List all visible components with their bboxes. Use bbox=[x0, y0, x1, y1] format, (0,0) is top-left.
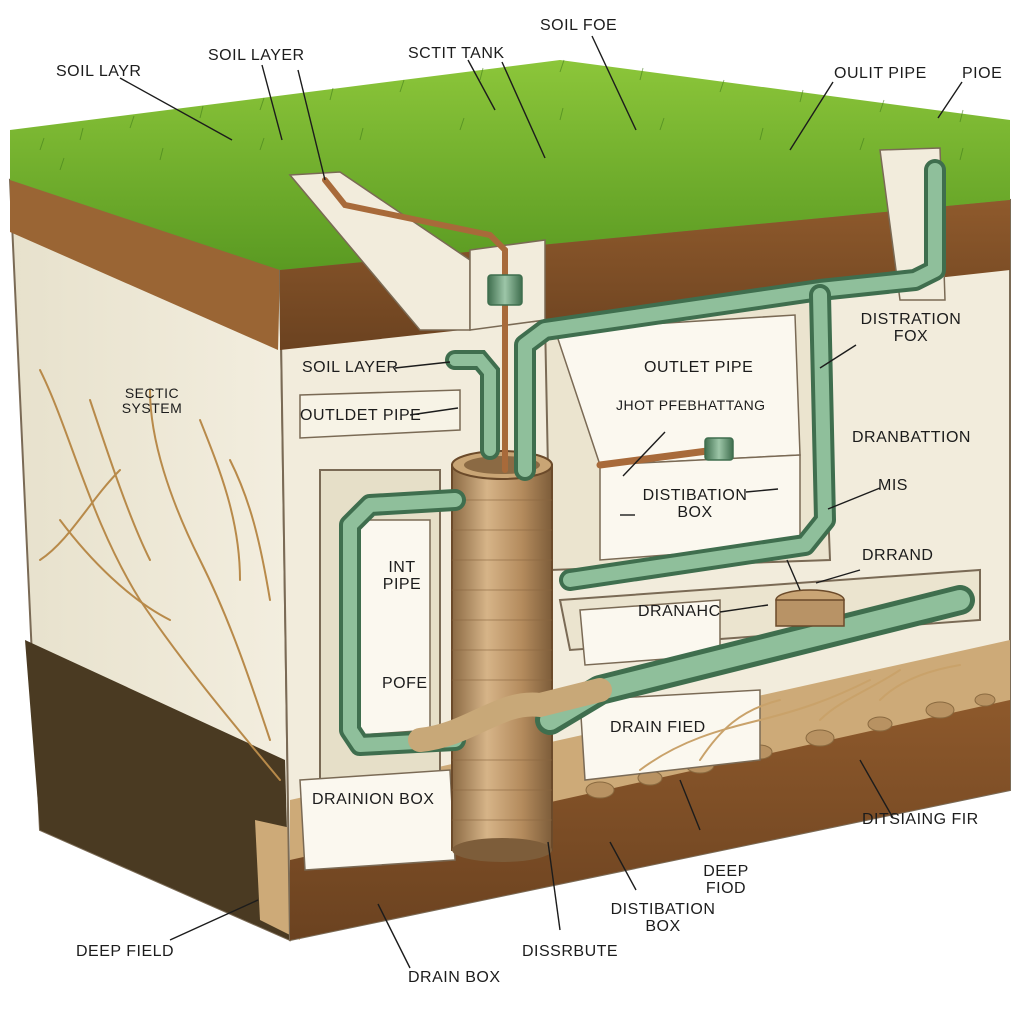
label-soil-layr: SOIL LAYR bbox=[56, 63, 142, 80]
label-mis: MIS bbox=[878, 477, 908, 494]
drainion-panel bbox=[299, 769, 456, 871]
label-soil-layer-top: SOIL LAYER bbox=[208, 47, 305, 64]
label-soil-foe: SOIL FOE bbox=[540, 17, 618, 34]
label-distibation-box-bottom: DISTIBATION BOX bbox=[610, 901, 716, 935]
label-drain-fied: DRAIN FIED bbox=[610, 719, 706, 736]
tan-connector bbox=[408, 678, 612, 752]
label-pofe: POFE bbox=[382, 675, 428, 692]
front-bottom-soil bbox=[290, 690, 1010, 940]
label-ditsiaing-fir: DITSIAING FIR bbox=[862, 811, 979, 828]
label-deep-fiod: DEEP FIOD bbox=[703, 863, 749, 897]
label-int-pipe: INT PIPE bbox=[382, 559, 422, 593]
copper-small-pipe bbox=[596, 446, 719, 469]
label-outldet-pipe: OUTLDET PIPE bbox=[300, 407, 422, 424]
label-pioe: PIOE bbox=[962, 65, 1003, 82]
label-deep-field: DEEP FIELD bbox=[76, 943, 175, 960]
label-drainion-box: DRAINION BOX bbox=[312, 791, 435, 808]
label-soil-layer-mid: SOIL LAYER bbox=[302, 359, 399, 376]
grass-texture bbox=[39, 59, 964, 171]
tree-roots bbox=[39, 369, 281, 781]
outlet-slot bbox=[299, 389, 461, 439]
label-jhot-pfebhattang: JHOT PFEBHATTANG bbox=[616, 397, 766, 413]
copper-inlet-pipe bbox=[322, 177, 508, 473]
label-dissrbute: DISSRBUTE bbox=[522, 943, 619, 960]
left-chamber-inner bbox=[359, 519, 431, 736]
label-outlet-pipe-box: OUTLET PIPE bbox=[644, 359, 754, 376]
drain-roots bbox=[639, 664, 961, 771]
label-distration-fox: DISTRATION FOX bbox=[860, 311, 962, 345]
label-sectic-system: SECTIC SYSTEM bbox=[121, 385, 183, 416]
valve bbox=[704, 437, 734, 461]
label-drain-box: DRAIN BOX bbox=[408, 969, 501, 986]
outlet-box-panel bbox=[553, 314, 801, 466]
leader-lines bbox=[119, 35, 963, 969]
label-oulit-pipe: OULIT PIPE bbox=[834, 65, 927, 82]
label-dranbattion: DRANBATTION bbox=[852, 429, 971, 446]
septic-tank-cylinder bbox=[451, 450, 553, 862]
left-soil-band bbox=[10, 180, 280, 350]
drain-field-panel bbox=[579, 689, 761, 781]
label-dranahc: DRANAHC bbox=[638, 603, 721, 620]
left-bottom-soil bbox=[25, 640, 290, 940]
grass-top bbox=[10, 60, 1010, 270]
label-distibation-box: DISTIBATION BOX bbox=[642, 487, 748, 521]
inlet-collar bbox=[487, 274, 523, 306]
label-drrand: DRRAND bbox=[862, 547, 934, 564]
label-sctit-tank: SCTIT TANK bbox=[408, 45, 505, 62]
